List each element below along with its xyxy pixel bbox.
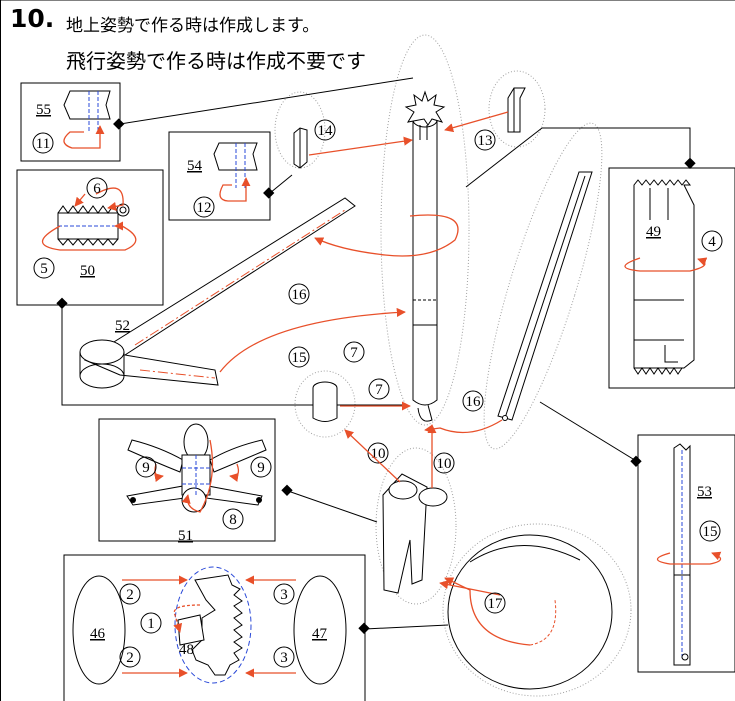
landing-strut-part: 16 xyxy=(424,171,593,434)
step-marker-3-bottom: 3 xyxy=(280,650,288,666)
part-label-47: 47 xyxy=(312,626,328,642)
part-label-51: 51 xyxy=(178,528,193,544)
cylinder-part: 7 xyxy=(312,378,411,422)
fuselage-part xyxy=(404,90,446,422)
part-label-52: 52 xyxy=(115,318,130,334)
guide-circle-part14 xyxy=(274,91,326,169)
part-49-panel: 49 4 xyxy=(608,167,735,389)
part-label-46: 46 xyxy=(90,626,106,642)
step-number: 10. xyxy=(10,4,55,33)
step-marker-7: 7 xyxy=(375,382,383,398)
part-55-panel: 55 11 xyxy=(20,82,121,162)
step-marker-9-left: 9 xyxy=(142,460,150,476)
step-marker-2-bottom: 2 xyxy=(126,650,134,666)
part-label-55: 55 xyxy=(36,102,51,118)
part-label-48: 48 xyxy=(179,642,194,658)
guide-circle-strut xyxy=(483,122,603,450)
wheel-parts-panel: 2 2 3 3 1 46 47 48 xyxy=(63,554,366,701)
step-marker-1: 1 xyxy=(147,616,155,632)
guide-circle-cylinder xyxy=(294,370,356,438)
step-marker-9-right: 9 xyxy=(257,460,265,476)
step-marker-4: 4 xyxy=(708,234,716,250)
part-label-50: 50 xyxy=(80,263,95,279)
step-marker-14: 14 xyxy=(318,123,334,139)
step-marker-16-left: 16 xyxy=(292,287,308,303)
step-marker-16-right: 16 xyxy=(466,394,482,410)
part-label-54: 54 xyxy=(187,158,203,174)
step-marker-7-top: 7 xyxy=(350,345,358,361)
part-54-panel: 54 12 xyxy=(168,131,271,221)
legs-part: 10 10 xyxy=(344,424,455,594)
step-marker-6: 6 xyxy=(93,181,101,197)
step-marker-2-top: 2 xyxy=(126,587,134,603)
guide-circle-fuselage xyxy=(380,34,470,426)
step-marker-5: 5 xyxy=(40,261,48,277)
part-13: 13 xyxy=(444,87,526,151)
connector-lines xyxy=(56,77,696,634)
step-marker-11: 11 xyxy=(36,136,50,152)
step-marker-13: 13 xyxy=(478,133,493,149)
step-marker-15-left: 15 xyxy=(292,350,307,366)
step-marker-17: 17 xyxy=(488,596,504,612)
step-marker-15-right: 15 xyxy=(703,524,718,540)
instruction-line-1: 地上姿勢で作る時は作成します。 xyxy=(66,16,320,36)
part-label-53: 53 xyxy=(697,484,712,500)
guide-circle-part13 xyxy=(488,70,546,148)
step-marker-8: 8 xyxy=(229,512,237,528)
part-52-boom: 52 16 15 7 xyxy=(79,197,459,389)
step-marker-3-top: 3 xyxy=(280,587,288,603)
guide-circle-wheel xyxy=(442,523,632,697)
part-53-panel: 53 15 xyxy=(637,434,735,673)
step-marker-12: 12 xyxy=(197,200,212,216)
instruction-line-2: 飛行姿勢で作る時は作成不要です xyxy=(66,49,366,73)
part-14: 14 xyxy=(293,119,413,169)
guide-circle-legs xyxy=(375,447,457,605)
part-50-panel: 6 5 50 xyxy=(16,169,164,306)
part-label-49: 49 xyxy=(646,224,661,240)
step-marker-10-left: 10 xyxy=(371,446,386,462)
step-marker-10-right: 10 xyxy=(437,456,452,472)
wheel-part: 17 xyxy=(439,534,613,690)
part-51-panel: 9 9 8 51 xyxy=(98,418,276,544)
